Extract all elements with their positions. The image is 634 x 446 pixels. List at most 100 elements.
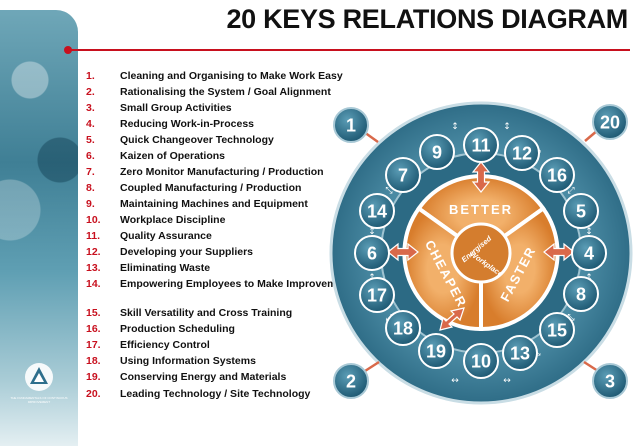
ring-node-15: 15 (539, 312, 575, 348)
key-label: Developing your Suppliers (120, 246, 254, 258)
ring-node-12: 12 (504, 135, 540, 171)
ring-node-circle (354, 235, 390, 271)
key-number: 16. (86, 323, 101, 335)
ring-node-circle (563, 193, 599, 229)
key-label: Quick Changeover Technology (120, 134, 274, 146)
arrow-6-to-center-icon (387, 242, 419, 262)
ring-node-number: 7 (398, 166, 408, 186)
key-number: 4. (86, 118, 95, 130)
center-hub (450, 222, 512, 284)
updown-arrow-icon: ↕ (451, 122, 459, 132)
ring-node-number: 12 (512, 144, 532, 164)
key-label: Kaizen of Operations (120, 150, 226, 162)
key-label: Coupled Manufacturing / Production (120, 182, 302, 194)
corner-node-number: 2 (346, 372, 356, 392)
ring-node-14: 14 (359, 193, 395, 229)
ring-node-number: 8 (576, 285, 586, 305)
key-number: 3. (86, 102, 95, 114)
arrow-11-to-center-icon (471, 161, 491, 193)
diag-arrow-icon: ⤢ (566, 186, 574, 196)
title-underline (70, 49, 630, 51)
key-number: 2. (86, 86, 95, 98)
ring-node-circle (385, 157, 421, 193)
arrow-3-icon (583, 360, 599, 373)
key-number: 9. (86, 198, 95, 210)
corner-node-circle (333, 363, 369, 399)
ring-node-17: 17 (359, 277, 395, 313)
segment-faster (479, 205, 560, 332)
ring-node-number: 5 (576, 202, 586, 222)
key-item-5: 5. Quick Changeover Technology (86, 134, 370, 146)
key-label: Rationalising the System / Goal Alignmen… (120, 86, 331, 98)
key-item-18: 18. Using Information Systems (86, 355, 370, 367)
key-item-19: 19. Conserving Energy and Materials (86, 371, 370, 383)
ring-node-number: 4 (584, 244, 594, 264)
key-number: 20. (86, 388, 101, 400)
ring-node-circle (418, 333, 454, 369)
ring-node-8: 8 (563, 276, 599, 312)
key-label: Production Scheduling (120, 323, 235, 335)
ring-node-number: 10 (471, 352, 491, 372)
key-label: Maintaining Machines and Equipment (120, 198, 308, 210)
ring-node-circle (504, 135, 540, 171)
updown-arrow-icon: ↕ (368, 227, 376, 237)
key-item-16: 16. Production Scheduling (86, 323, 370, 335)
arrow-2-icon (364, 360, 380, 373)
key-label: Conserving Energy and Materials (120, 371, 287, 383)
ring-node-circle (359, 277, 395, 313)
key-label: Leading Technology / Site Technology (120, 388, 311, 400)
ring-node-4: 4 (571, 235, 607, 271)
key-item-1: 1. Cleaning and Organising to Make Work … (86, 70, 370, 82)
updown-arrow-icon: ↔ (451, 376, 459, 386)
page-title: 20 KEYS RELATIONS DIAGRAM (226, 4, 628, 34)
key-label: Skill Versatility and Cross Training (120, 307, 293, 319)
key-label: Empowering Employees to Make Improvement… (120, 278, 359, 290)
ring-node-circle (463, 343, 499, 379)
corner-node-number: 1 (346, 116, 356, 136)
ring-node-circle (359, 193, 395, 229)
key-item-4: 4. Reducing Work-in-Process (86, 118, 370, 130)
key-item-7: 7. Zero Monitor Manufacturing / Producti… (86, 166, 370, 178)
underline-dot (64, 46, 72, 54)
ring-node-number: 15 (547, 321, 567, 341)
ring-node-18: 18 (385, 310, 421, 346)
key-item-8: 8. Coupled Manufacturing / Production (86, 182, 370, 194)
ring-node-11: 11 (463, 127, 499, 163)
corner-node-20: 20 (592, 104, 628, 140)
corner-node-circle (333, 107, 369, 143)
corner-node-number: 20 (600, 113, 620, 133)
ring-node-circle (539, 312, 575, 348)
ring-node-number: 17 (367, 286, 387, 306)
ring-node-circle (385, 310, 421, 346)
ring-node-number: 11 (471, 136, 490, 156)
ring-node-circle (502, 335, 538, 371)
corner-node-1: 1 (333, 107, 369, 143)
diag-arrow-icon: ⤡ (385, 186, 392, 196)
corner-node-circle (592, 363, 628, 399)
corner-node-number: 3 (605, 372, 615, 392)
corner-nodes: 1 20 3 2 (333, 104, 628, 399)
key-item-12: 12. Developing your Suppliers (86, 246, 370, 258)
ring-node-6: 6 (354, 235, 390, 271)
big-arrows (387, 161, 575, 331)
ring-node-circle (539, 157, 575, 193)
key-item-17: 17. Efficiency Control (86, 339, 370, 351)
key-item-15: 15. Skill Versatility and Cross Training (86, 307, 370, 319)
ring-node-number: 14 (367, 202, 387, 222)
ring-node-number: 18 (393, 319, 413, 339)
diag-arrow-icon: ⤡ (567, 313, 574, 323)
updown-arrow-icon: ↕ (503, 122, 511, 132)
key-number: 8. (86, 182, 95, 194)
ring-node-7: 7 (385, 157, 421, 193)
key-number: 19. (86, 371, 101, 383)
ring-nodes: 11 12 16 5 4 8 15 13 (354, 127, 607, 379)
key-number: 15. (86, 307, 101, 319)
ring-node-number: 13 (510, 344, 530, 364)
key-item-3: 3. Small Group Activities (86, 102, 370, 114)
ring-node-19: 19 (418, 333, 454, 369)
ring-node-5: 5 (563, 193, 599, 229)
key-label: Efficiency Control (120, 339, 210, 351)
key-number: 13. (86, 262, 101, 274)
key-item-6: 6. Kaizen of Operations (86, 150, 370, 162)
